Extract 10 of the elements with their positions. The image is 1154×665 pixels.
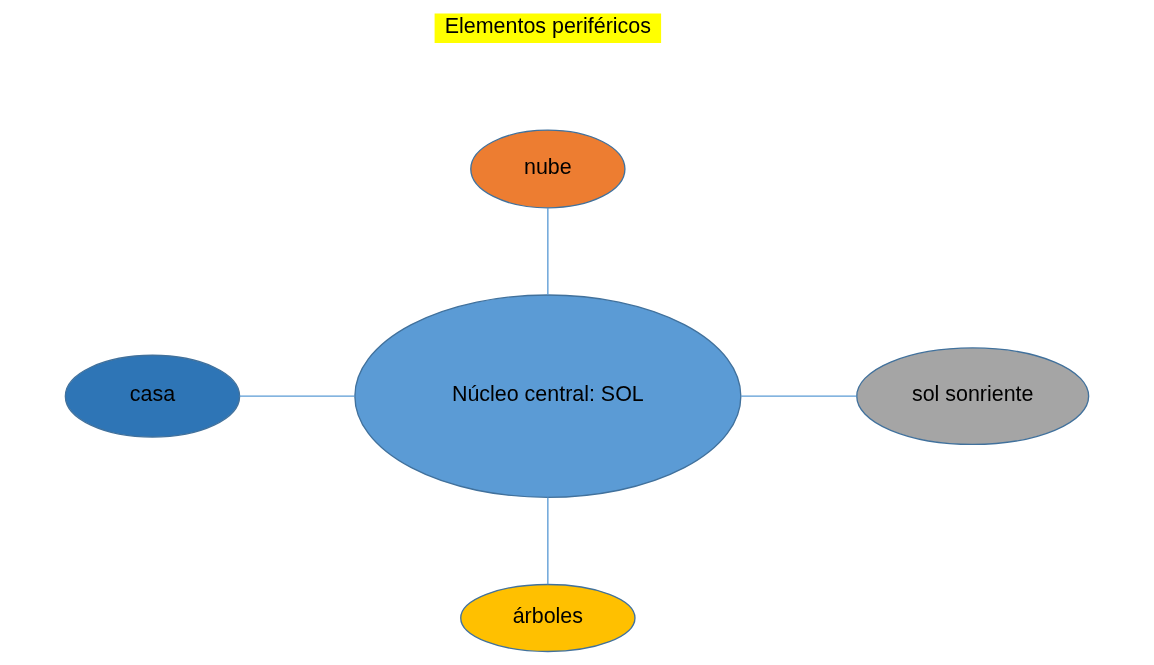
node-ellipse: casa	[64, 354, 241, 438]
label: Elementos periféricos	[444, 14, 651, 39]
node-ellipse: árboles	[460, 583, 636, 653]
connector	[740, 395, 858, 397]
node-ellipse: nube	[470, 129, 626, 209]
connector	[239, 395, 356, 397]
connector	[547, 207, 549, 296]
node-ellipse: Núcleo central: SOL	[354, 294, 742, 499]
node-ellipse: sol sonriente	[856, 347, 1090, 446]
connector	[547, 496, 549, 586]
